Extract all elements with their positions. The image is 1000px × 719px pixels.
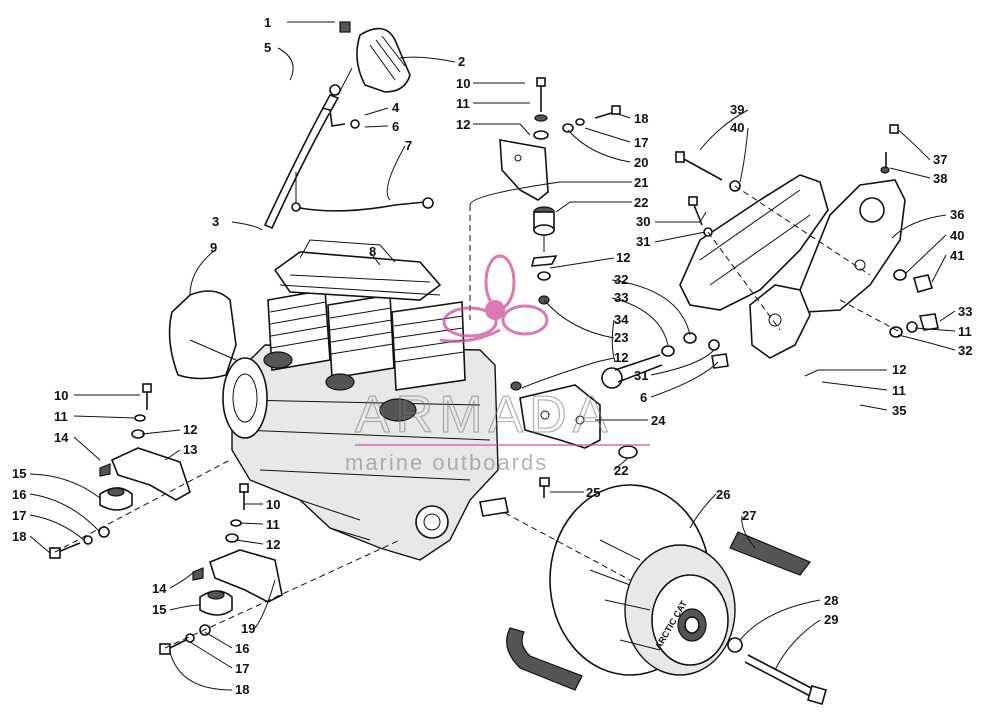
callout-17: 17: [634, 135, 648, 150]
callout-41: 41: [950, 248, 964, 263]
callout-33b: 33: [958, 304, 972, 319]
callout-13: 13: [183, 442, 197, 457]
callout-32b: 32: [958, 343, 972, 358]
leader-lines: [29, 21, 956, 691]
watermark-brand: ARMADA: [355, 386, 613, 444]
pull-starter-handle: [339, 21, 411, 93]
engine-block: [222, 239, 509, 561]
callout-14: 14: [54, 430, 69, 445]
watermark: ARMADA marine outboards: [345, 254, 650, 475]
callout-30: 30: [636, 214, 650, 229]
callout-36: 36: [950, 207, 964, 222]
callout-31b: 31: [634, 368, 648, 383]
callout-18b: 18: [12, 529, 26, 544]
callout-11d: 11: [54, 409, 68, 424]
callout-15b: 15: [152, 602, 166, 617]
callout-27: 27: [742, 508, 756, 523]
callout-33: 33: [614, 290, 628, 305]
callout-1: 1: [264, 15, 271, 30]
callout-39: 39: [730, 102, 744, 117]
watermark-tagline: marine outboards: [345, 450, 548, 475]
callout-25: 25: [586, 485, 600, 500]
callout-24: 24: [651, 413, 666, 428]
callout-8: 8: [369, 244, 376, 259]
callout-37: 37: [933, 152, 947, 167]
engine-bracket-lower: [749, 284, 811, 359]
callout-17b: 17: [12, 508, 26, 523]
top-bolt: [533, 77, 549, 140]
alignment-lines: [54, 185, 901, 649]
front-motor-mount: [49, 383, 191, 559]
callout-12c: 12: [614, 350, 628, 365]
callout-12e: 12: [183, 422, 197, 437]
callout-11e: 11: [266, 517, 280, 532]
plate-bolt: [539, 477, 550, 498]
callout-10: 10: [456, 76, 470, 91]
flywheel-shield: [168, 290, 237, 380]
callout-17c: 17: [235, 661, 249, 676]
callout-7: 7: [405, 138, 412, 153]
engine-bracket-left: [679, 174, 829, 311]
callout-26: 26: [716, 487, 730, 502]
callout-32: 32: [614, 272, 628, 287]
callout-22b: 22: [614, 463, 628, 478]
starter-rope: [263, 67, 353, 230]
callout-labels: 1 5 2 10 11 4 6 12 18 17 20 7 21 22 39 4…: [12, 15, 972, 697]
callout-40: 40: [730, 120, 744, 135]
callout-14b: 14: [152, 581, 167, 596]
callout-22: 22: [634, 195, 648, 210]
callout-40b: 40: [950, 228, 964, 243]
callout-2: 2: [458, 54, 465, 69]
callout-16b: 16: [235, 641, 249, 656]
callout-29: 29: [824, 612, 838, 627]
bracket-hardware: [675, 124, 939, 338]
callout-38: 38: [933, 171, 947, 186]
callout-18: 18: [634, 111, 648, 126]
callout-11: 11: [456, 96, 470, 111]
callout-10b: 10: [54, 388, 68, 403]
callout-18c: 18: [235, 682, 249, 697]
engine-bracket-right: [799, 179, 906, 313]
callout-34: 34: [614, 312, 629, 327]
side-bolt: [562, 105, 621, 133]
drive-belt: [506, 531, 811, 691]
rubber-mount-top: [530, 206, 558, 305]
callout-5: 5: [264, 40, 271, 55]
callout-6b: 6: [640, 390, 647, 405]
drive-clutch: ARCTIC CAT: [549, 484, 736, 676]
callout-21: 21: [634, 175, 648, 190]
callout-19: 19: [241, 621, 255, 636]
callout-11b: 11: [958, 324, 972, 339]
callout-3: 3: [212, 214, 219, 229]
rope-bracket: [321, 107, 360, 129]
callout-28: 28: [824, 593, 838, 608]
callout-11c: 11: [892, 383, 906, 398]
motor-mount-bracket-front: [499, 139, 549, 201]
callout-12f: 12: [266, 537, 280, 552]
armada-flower-logo: [439, 254, 549, 343]
callout-9: 9: [210, 240, 217, 255]
callout-12d: 12: [892, 362, 906, 377]
callout-12: 12: [456, 117, 470, 132]
callout-4: 4: [392, 100, 400, 115]
callout-12b: 12: [616, 250, 630, 265]
callout-20: 20: [634, 155, 648, 170]
callout-10c: 10: [266, 497, 280, 512]
rear-motor-mount: [159, 483, 283, 655]
clutch-bolt: [727, 637, 827, 705]
callout-15: 15: [12, 466, 26, 481]
callout-16: 16: [12, 487, 26, 502]
ground-wire: [291, 172, 434, 212]
callout-35: 35: [892, 403, 906, 418]
callout-31: 31: [636, 234, 650, 249]
callout-6: 6: [392, 119, 399, 134]
callout-23: 23: [614, 330, 628, 345]
